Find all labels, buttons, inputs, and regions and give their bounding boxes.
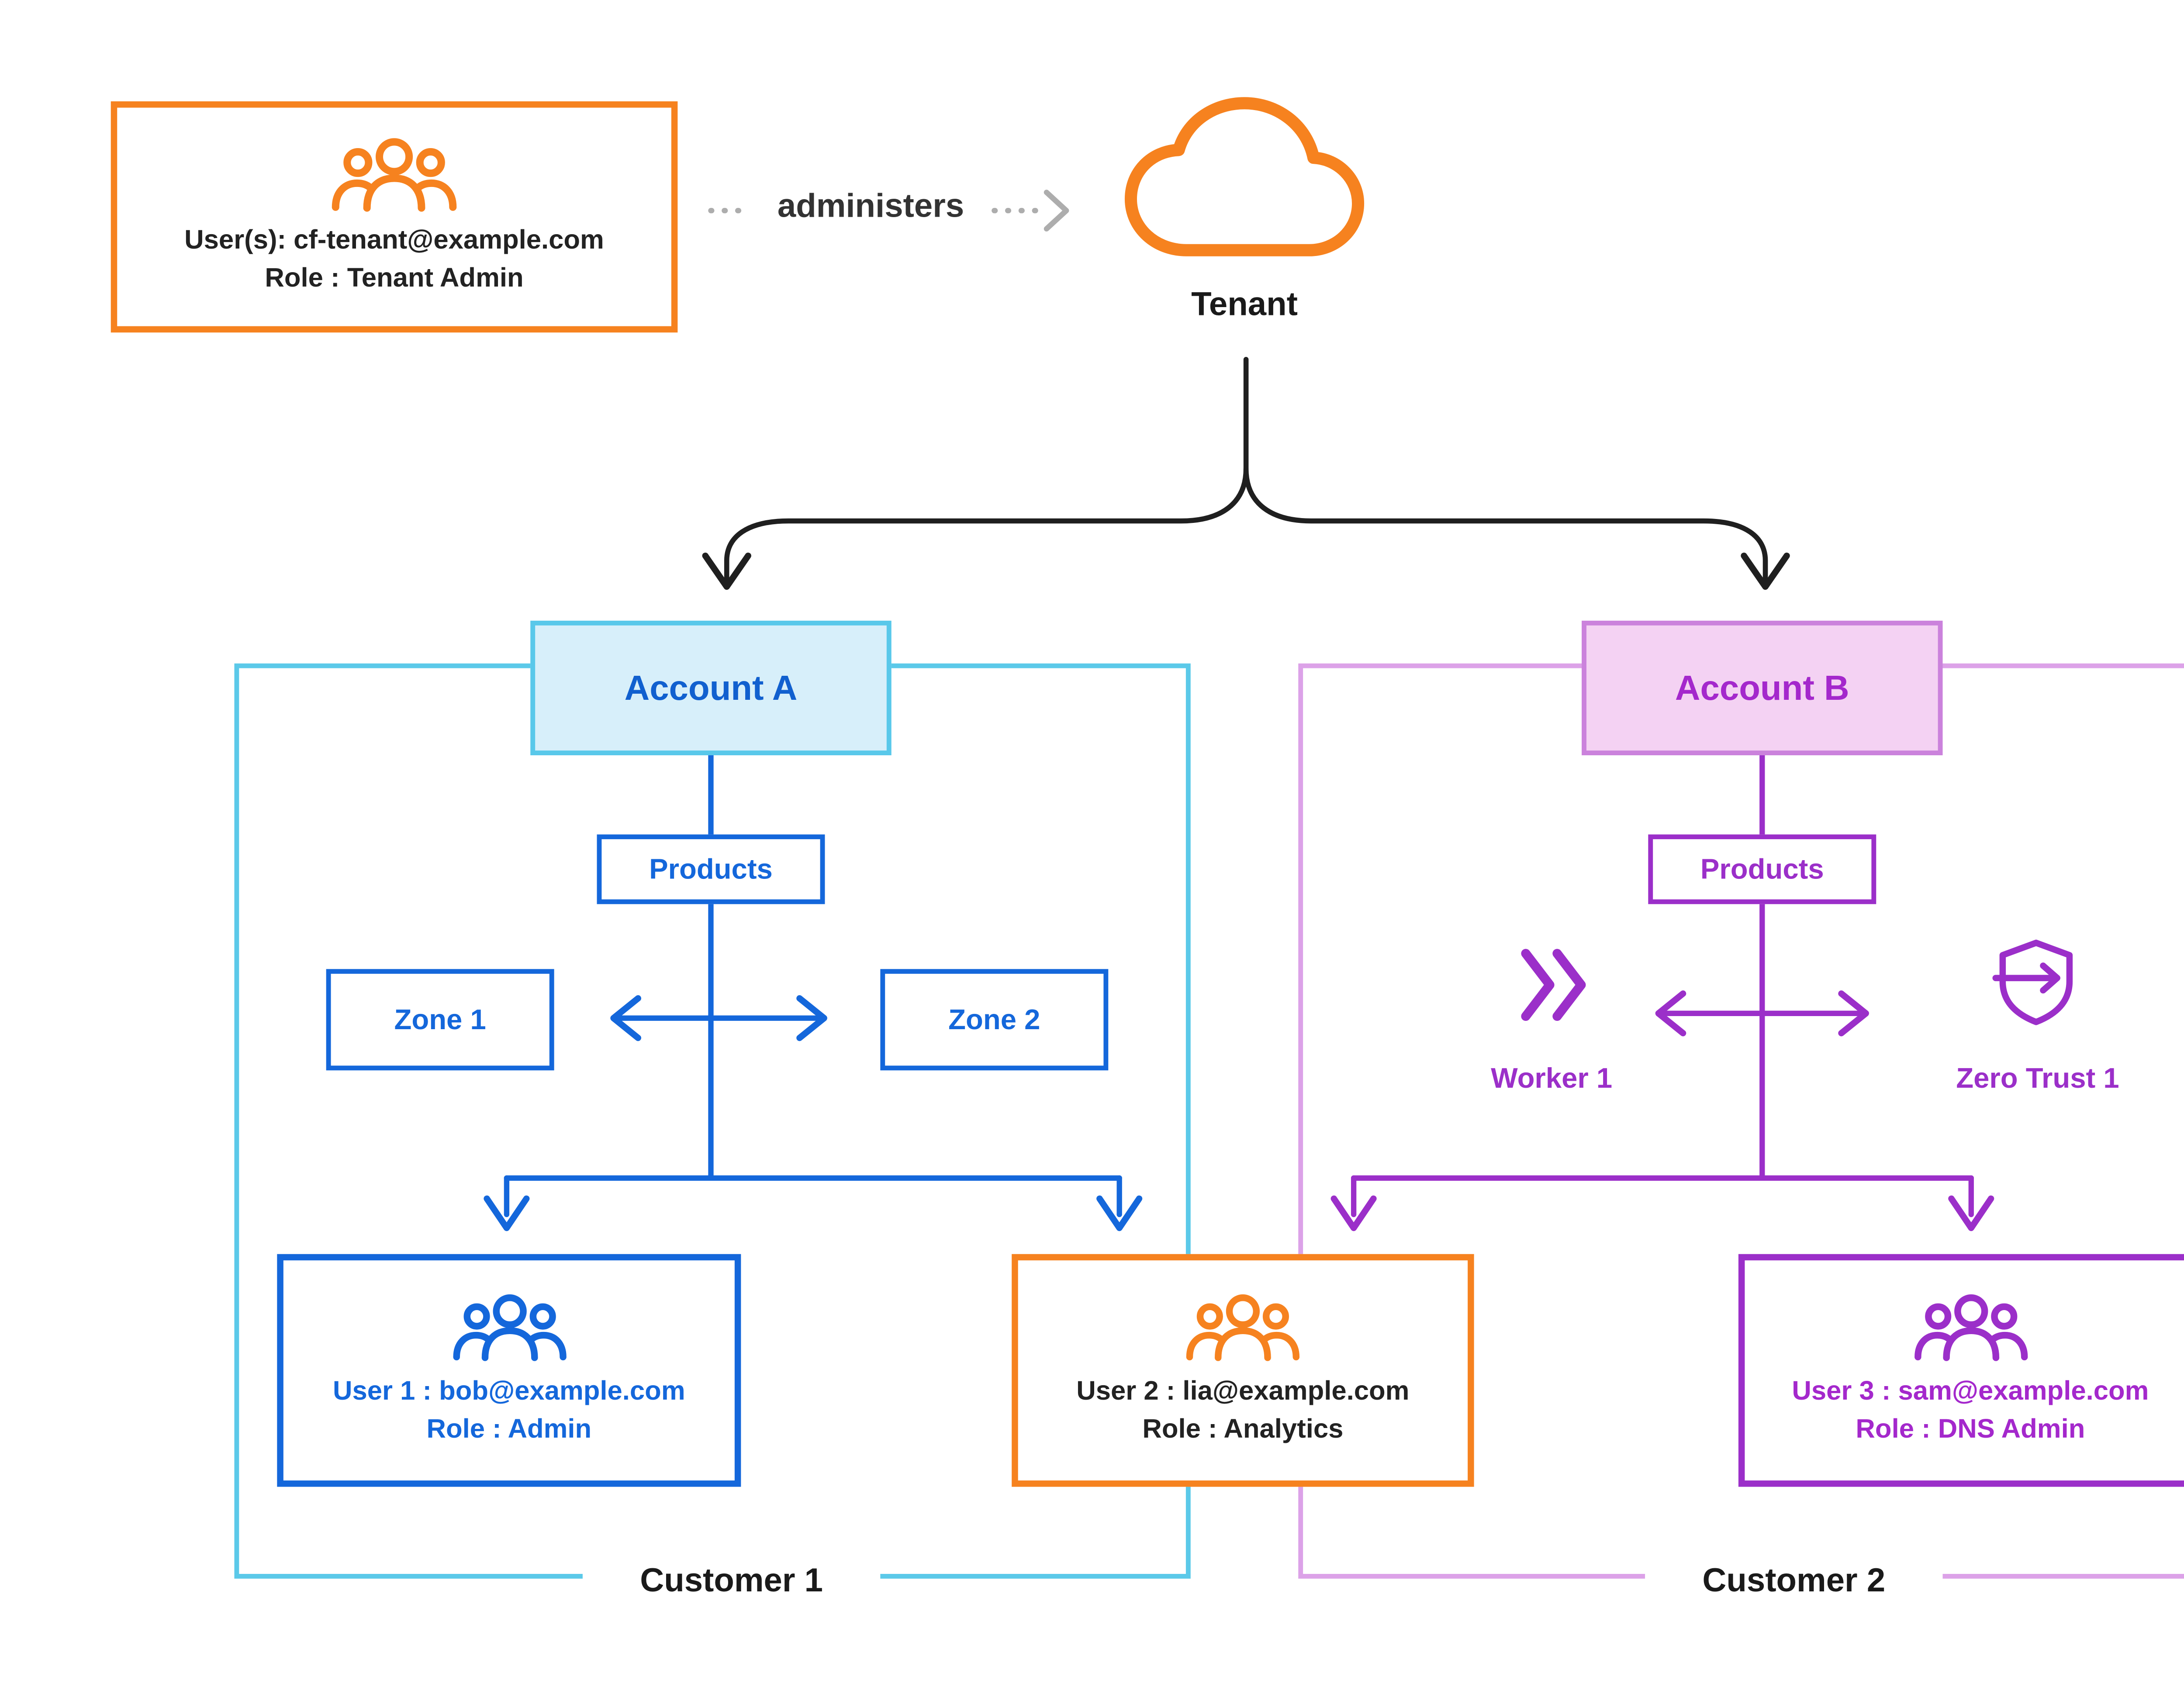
zero-trust-label: Zero Trust 1: [1956, 1062, 2119, 1094]
zone2-box: Zone 2: [880, 969, 1109, 1071]
products-b-box: Products: [1648, 834, 1876, 904]
user2-box: User 2 : lia@example.com Role : Analytic…: [1012, 1254, 1474, 1487]
users-icon: [1186, 1293, 1300, 1362]
user3-role-line: Role : DNS Admin: [1856, 1413, 2085, 1443]
tenant-admin-users-line: User(s): cf-tenant@example.com: [184, 224, 604, 255]
users-icon: [331, 137, 458, 213]
account-b-box: Account B: [1582, 620, 1943, 755]
worker-label: Worker 1: [1491, 1062, 1613, 1094]
user1-role-line: Role : Admin: [426, 1413, 592, 1443]
user3-name-line: User 3 : sam@example.com: [1792, 1375, 2149, 1406]
user3-box: User 3 : sam@example.com Role : DNS Admi…: [1738, 1254, 2184, 1487]
users-icon: [1913, 1293, 2027, 1362]
user2-role-line: Role : Analytics: [1142, 1413, 1344, 1443]
users-icon: [452, 1293, 566, 1362]
administers-label: administers: [777, 188, 964, 225]
tenant-admin-box: User(s): cf-tenant@example.com Role : Te…: [111, 101, 678, 333]
cloud-icon: [1124, 97, 1365, 256]
products-a-box: Products: [597, 834, 825, 904]
user1-name-line: User 1 : bob@example.com: [332, 1375, 685, 1406]
account-a-box: Account A: [530, 620, 892, 755]
tenant-admin-role-line: Role : Tenant Admin: [265, 262, 524, 292]
customer1-label: Customer 1: [582, 1553, 881, 1611]
user2-name-line: User 2 : lia@example.com: [1076, 1375, 1410, 1406]
user1-box: User 1 : bob@example.com Role : Admin: [277, 1254, 741, 1487]
tenant-branch-connector: [702, 357, 1790, 590]
zone1-box: Zone 1: [326, 969, 554, 1071]
customer2-label: Customer 2: [1645, 1553, 1943, 1611]
tenant-label: Tenant: [1191, 287, 1298, 323]
zero-trust-icon: [1992, 940, 2073, 1025]
workers-icon: [1521, 949, 1586, 1021]
